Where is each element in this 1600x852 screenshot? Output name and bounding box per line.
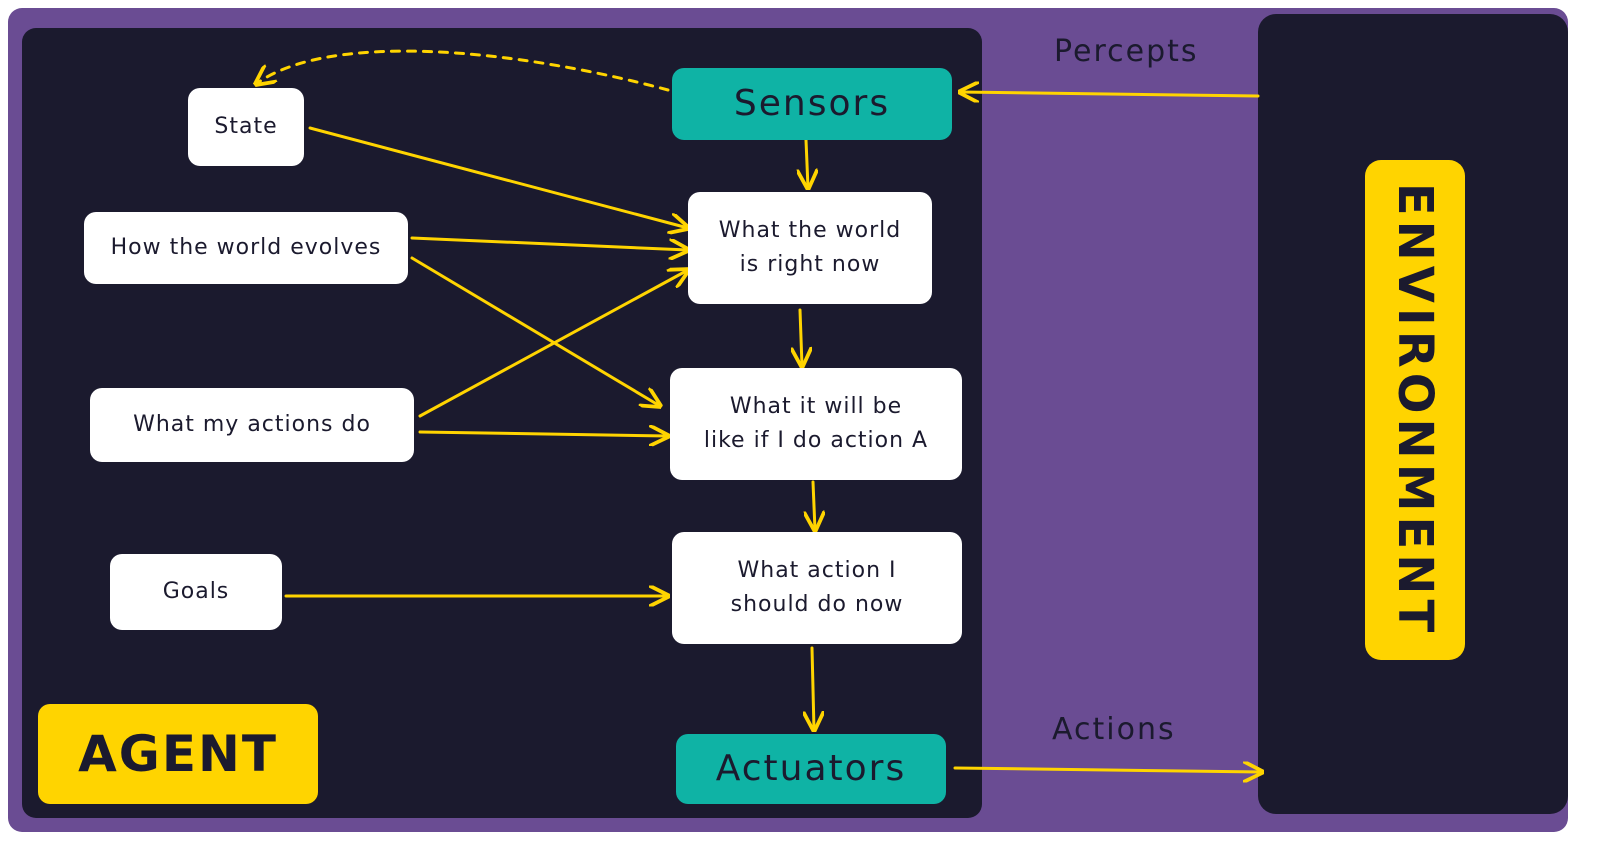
sensors-label: Sensors: [733, 83, 891, 124]
actuators-label: Actuators: [715, 748, 907, 789]
agent-badge: AGENT: [38, 704, 318, 804]
world-now-label-line1: What the world: [718, 218, 902, 243]
world-now-label-line2: is right now: [739, 252, 881, 277]
if-action-label-line2: like if I do action A: [703, 428, 929, 453]
percepts-label: Percepts: [1054, 34, 1199, 69]
action-now-label-line1: What action I: [737, 558, 897, 583]
if-action-node: What it will be like if I do action A: [670, 368, 962, 480]
action-now-node: What action I should do now: [672, 532, 962, 644]
environment-label: ENVIRONMENT: [1387, 182, 1443, 638]
actuators-node: Actuators: [676, 734, 946, 804]
environment-badge: ENVIRONMENT: [1365, 160, 1465, 660]
my-actions-node: What my actions do: [90, 388, 414, 462]
world-now-node: What the world is right now: [688, 192, 932, 304]
state-label: State: [214, 114, 278, 139]
goals-label: Goals: [162, 579, 230, 604]
sensors-node: Sensors: [672, 68, 952, 140]
if-action-label-line1: What it will be: [729, 394, 903, 419]
state-node: State: [188, 88, 304, 166]
goals-node: Goals: [110, 554, 282, 630]
world-evolves-label: How the world evolves: [110, 235, 382, 260]
my-actions-label: What my actions do: [133, 412, 371, 437]
agent-label: AGENT: [78, 725, 278, 783]
world-evolves-node: How the world evolves: [84, 212, 408, 284]
action-now-label-line2: should do now: [730, 592, 904, 617]
actions-label: Actions: [1052, 712, 1176, 747]
